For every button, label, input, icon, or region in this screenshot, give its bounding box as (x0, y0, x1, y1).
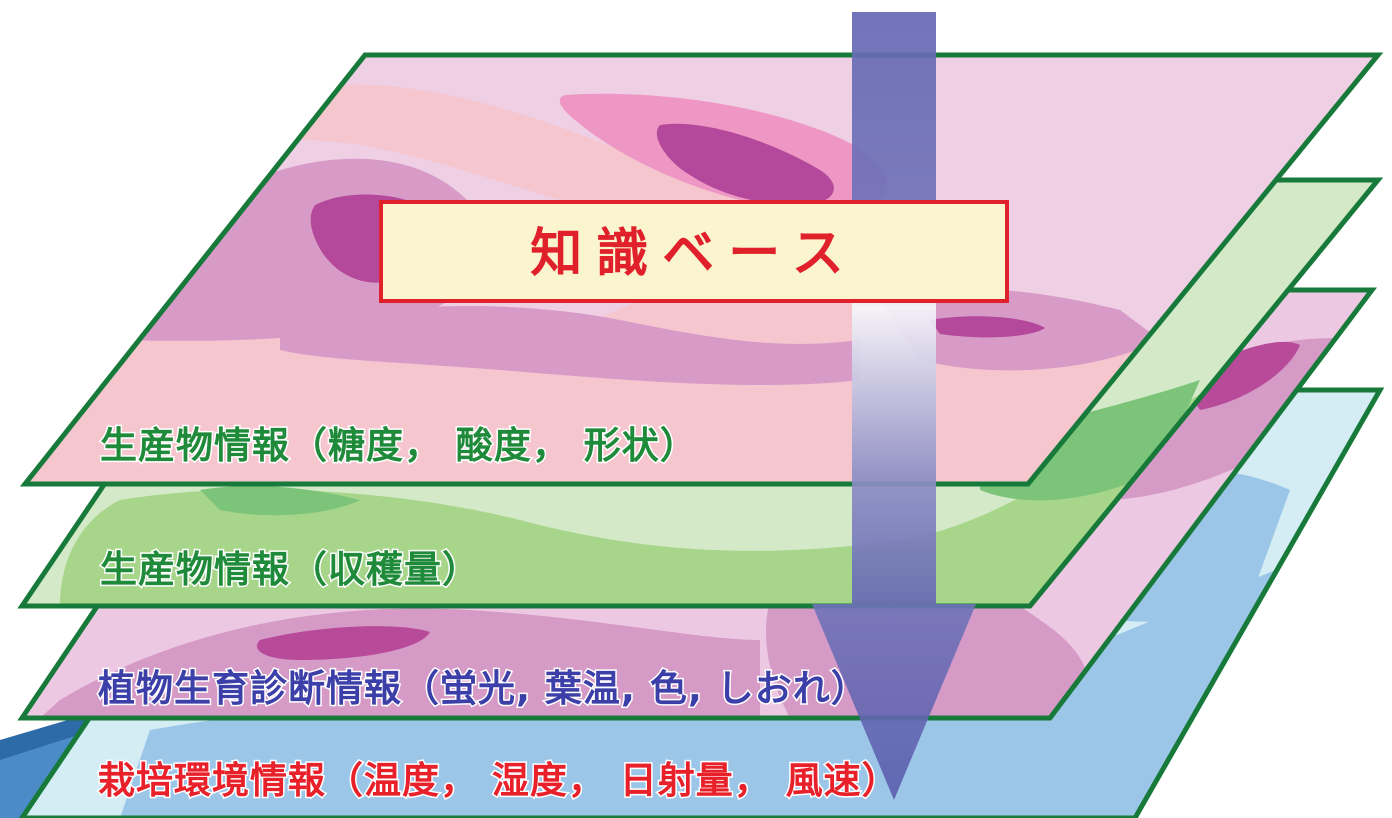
arrow-shaft (852, 12, 936, 604)
corner-decoration (0, 712, 95, 818)
label-plant-growth: 植物生育診断情報（蛍光, 葉温, 色, しおれ） (98, 667, 869, 710)
knowledge-base-box: 知識ベース (379, 200, 1009, 303)
arrow-head (812, 604, 976, 800)
label-cultivation: 栽培環境情報（温度， 湿度， 日射量， 風速） (98, 759, 900, 802)
knowledge-base-title: 知識ベース (530, 224, 857, 284)
flow-arrow (812, 12, 976, 800)
label-yield: 生産物情報（収穫量） (100, 548, 480, 591)
knowledge-base-frame (379, 200, 1009, 303)
label-quality: 生産物情報（糖度， 酸度， 形状） (100, 424, 698, 467)
